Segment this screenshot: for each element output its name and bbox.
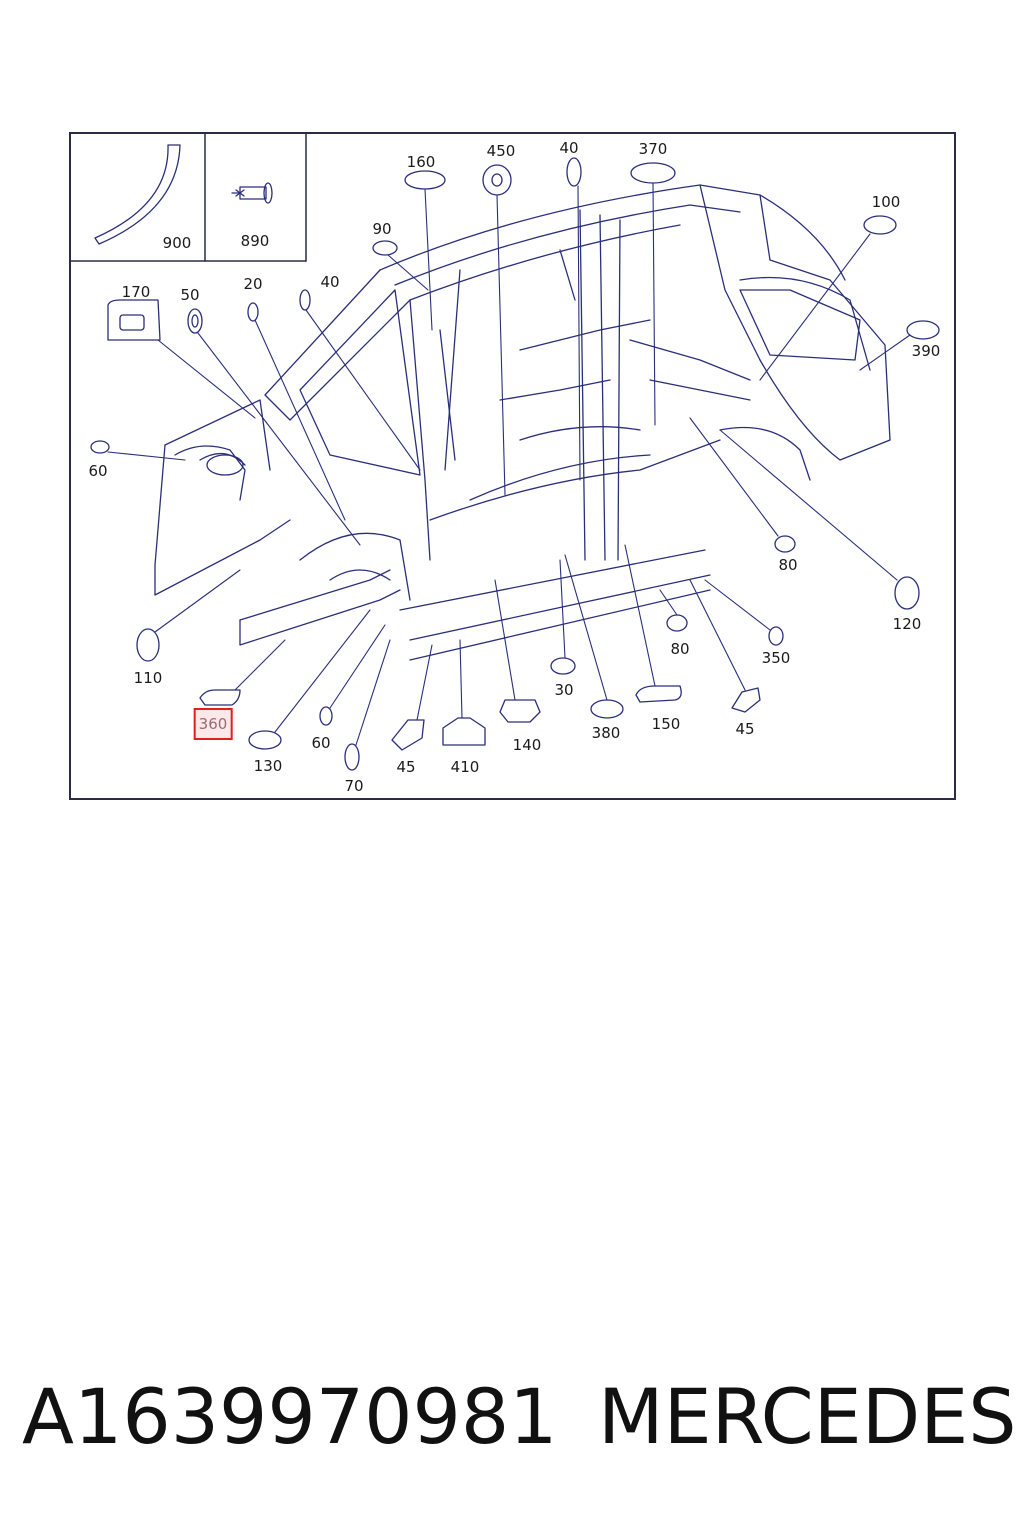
part-110-icon (136, 628, 160, 662)
callout-70: 70 (344, 777, 364, 795)
callout-160: 160 (406, 153, 436, 171)
part-140-icon (499, 699, 541, 723)
callout-90: 90 (372, 220, 392, 238)
callout-30: 30 (554, 681, 574, 699)
callout-150: 150 (651, 715, 681, 733)
callout-900: 900 (162, 234, 192, 252)
parts-diagram-frame (69, 132, 956, 800)
callout-40-front: 40 (320, 273, 340, 291)
part-45a-icon (391, 719, 425, 751)
callout-40-roof: 40 (559, 139, 579, 157)
part-100-icon (863, 215, 897, 235)
callout-80-rear: 80 (778, 556, 798, 574)
part-70-icon (344, 743, 360, 771)
part-50-icon (187, 308, 203, 334)
callout-360-highlighted[interactable]: 360 (193, 708, 233, 740)
callout-80-sill: 80 (670, 640, 690, 658)
part-410-icon (442, 717, 486, 746)
part-60a-icon (90, 440, 110, 454)
callout-890: 890 (240, 232, 270, 250)
callout-130: 130 (253, 757, 283, 775)
car-body-outline (154, 184, 891, 661)
part-360-icon (199, 689, 241, 706)
body-shell-diagram (69, 132, 940, 771)
callout-380: 380 (591, 724, 621, 742)
callout-120: 120 (892, 615, 922, 633)
callout-170: 170 (121, 283, 151, 301)
part-number: A1639970981 (22, 1372, 558, 1461)
part-170-icon (107, 299, 161, 341)
part-370-icon (630, 162, 676, 184)
part-icons (90, 157, 940, 771)
part-120-icon (894, 576, 920, 610)
part-890-clip-icon (231, 182, 273, 204)
part-380-icon (590, 699, 624, 719)
inset-boxes (69, 132, 307, 262)
part-80a-icon (774, 535, 796, 553)
callout-50: 50 (180, 286, 200, 304)
part-20-icon (247, 302, 259, 322)
part-45b-icon (731, 687, 761, 713)
part-80b-icon (666, 614, 688, 632)
part-390-icon (906, 320, 940, 340)
part-150-icon (635, 685, 682, 703)
callout-390: 390 (911, 342, 941, 360)
part-160-icon (404, 170, 446, 190)
callout-100: 100 (871, 193, 901, 211)
leader-lines (107, 182, 911, 746)
part-350-icon (768, 626, 784, 646)
callout-350: 350 (761, 649, 791, 667)
part-60b-icon (319, 706, 333, 726)
part-90-icon (372, 240, 398, 256)
callout-20: 20 (243, 275, 263, 293)
part-40a-icon (299, 289, 311, 311)
callout-110: 110 (133, 669, 163, 687)
part-30-icon (550, 657, 576, 675)
callout-410: 410 (450, 758, 480, 776)
brand-name: MERCEDES (598, 1372, 1017, 1461)
callout-45-front: 45 (396, 758, 416, 776)
callout-45-rear: 45 (735, 720, 755, 738)
part-130-icon (248, 730, 282, 750)
callout-60-front: 60 (88, 462, 108, 480)
callout-140: 140 (512, 736, 542, 754)
callout-370: 370 (638, 140, 668, 158)
part-40b-icon (566, 157, 582, 187)
callout-450: 450 (486, 142, 516, 160)
part-450-icon (482, 164, 512, 196)
callout-60-sill: 60 (311, 734, 331, 752)
part-900-strip-icon (94, 144, 181, 245)
